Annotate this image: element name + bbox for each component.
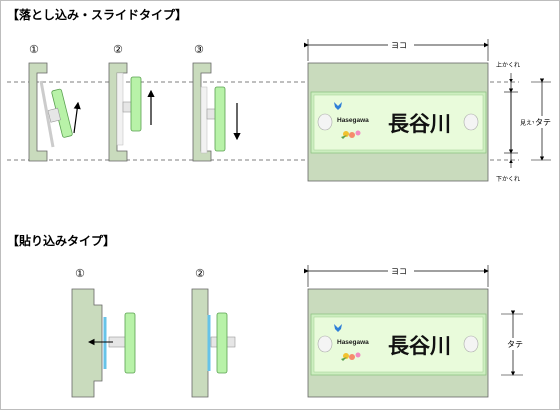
step3-plate [214,86,226,152]
step1-up-arrow [73,101,81,134]
step3-board [200,86,208,154]
flower-icon [341,130,361,139]
bird-icon-2 [334,324,342,332]
right-screw-icon-2 [463,335,479,353]
tate-label-bg-2 [505,338,527,350]
flower-icon-2 [341,352,361,361]
nameplate-name-2: 長谷川 [388,333,451,358]
step2-plate [130,76,142,132]
step2-rail [108,62,128,162]
section2-step2-label: ② [195,267,205,280]
step2-board [116,72,124,146]
section2-step2-plate [216,312,228,374]
brand-text-2: Hasegawa [337,339,369,346]
bird-icon [334,102,342,110]
yoko-label-bg-2 [388,264,414,276]
visible-size-label: 見え寸 [520,119,538,127]
section2-step1-plate [124,312,136,374]
front-panel-2 [313,316,484,373]
right-screw-icon [463,113,479,131]
step1-insert-board [39,80,55,148]
section2-step1-frame [71,288,103,398]
tate-label-1: タテ [535,118,551,127]
step1-label: ① [29,43,39,56]
yoko-label-1: ヨコ [391,41,407,50]
left-screw-icon-2 [317,335,333,353]
tate-label-bg-1 [534,116,554,128]
nameplate-name-1: 長谷川 [388,111,451,136]
step1-rail [28,62,48,162]
yoko-label-2: ヨコ [391,267,407,276]
step2-label: ② [113,43,123,56]
front-panel-1 [313,94,484,151]
top-hidden-label: 上かくれ [496,61,520,69]
step3-label: ③ [194,43,204,56]
yoko-label-bg-1 [388,38,414,50]
section2-step1-label: ① [75,267,85,280]
step1-plate [47,88,73,138]
section2-step2-frame [191,288,209,398]
tate-label-2: タテ [507,340,523,349]
section2-title: 【貼り込みタイプ】 [7,233,115,248]
brand-text-1: Hasegawa [337,117,369,124]
left-screw-icon [317,113,333,131]
section1-title: 【落とし込み・スライドタイプ】 [7,7,187,22]
bottom-hidden-label: 下かくれ [496,176,520,183]
